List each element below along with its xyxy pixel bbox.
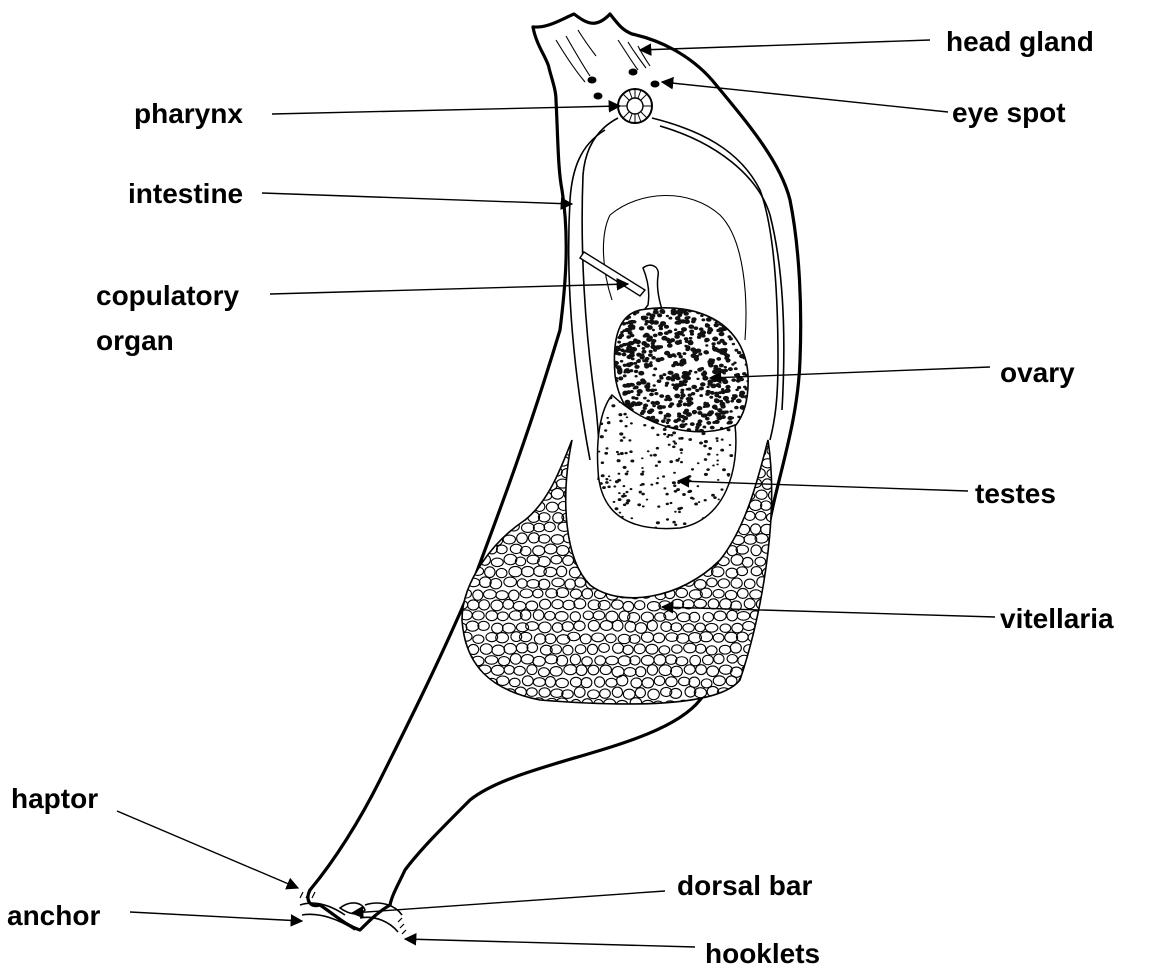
label-testes: testes	[975, 478, 1056, 509]
body-outer-wall	[390, 14, 801, 905]
leader-head-gland	[640, 40, 930, 50]
leader-haptor	[117, 811, 298, 888]
leader-anchor	[130, 912, 302, 921]
pharynx-organ	[618, 89, 652, 123]
leader-copulatory	[270, 284, 628, 294]
label-intestine: intestine	[128, 178, 243, 209]
leader-intestine	[262, 193, 572, 204]
leader-hooklets	[405, 939, 695, 947]
label-dorsal-bar: dorsal bar	[677, 870, 812, 901]
label-haptor: haptor	[11, 783, 98, 814]
label-head-gland: head gland	[946, 26, 1094, 57]
leader-ovary	[710, 367, 990, 378]
leader-eye-spot	[662, 82, 948, 112]
leader-dorsal-bar	[352, 891, 665, 913]
body-left-wall	[310, 27, 566, 890]
label-pharynx: pharynx	[134, 98, 243, 129]
haptor-outline	[308, 890, 390, 930]
label-vitellaria: vitellaria	[1000, 603, 1114, 634]
label-copulatory-line2: organ	[96, 325, 174, 356]
label-anchor: anchor	[7, 900, 100, 931]
label-ovary: ovary	[1000, 357, 1075, 388]
label-copulatory-line1: copulatory	[96, 280, 240, 311]
label-eye-spot: eye spot	[952, 97, 1066, 128]
leader-pharynx	[272, 106, 620, 114]
label-hooklets: hooklets	[705, 938, 820, 969]
